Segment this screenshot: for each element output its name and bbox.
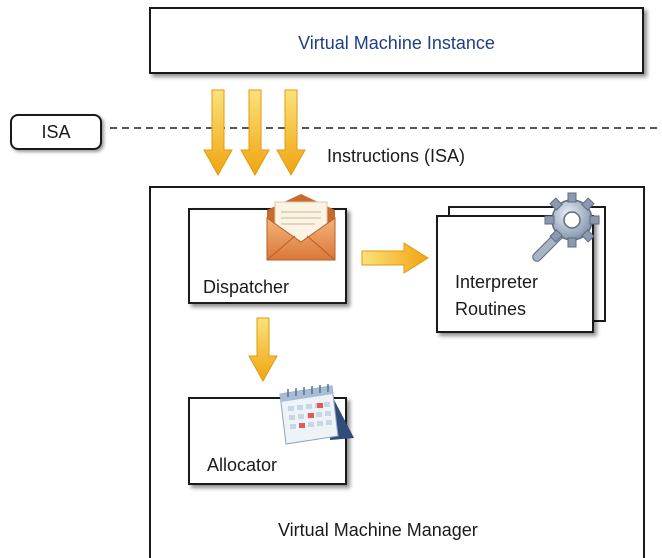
interpreter-label-line1: Interpreter [455, 272, 539, 292]
isa-badge: ISA [10, 114, 102, 150]
interpreter-label-line2: Routines [455, 299, 527, 319]
envelope-icon [266, 194, 336, 261]
dispatcher-label: Dispatcher [203, 277, 290, 297]
instructions-label: Instructions (ISA) [327, 146, 466, 166]
gear-wrench-icon [532, 192, 600, 262]
vm-manager-label: Virtual Machine Manager [278, 520, 478, 540]
vm-instance-box: Virtual Machine Instance [149, 7, 644, 74]
calendar-icon [279, 384, 354, 445]
isa-badge-label: ISA [41, 122, 71, 142]
dispatcher-to-interpreter-arrow [361, 242, 429, 274]
instruction-arrow-1 [203, 89, 233, 177]
dispatcher-to-allocator-arrow [248, 317, 278, 383]
instruction-arrow-3 [276, 89, 306, 177]
vm-instance-label: Virtual Machine Instance [298, 33, 495, 53]
allocator-label: Allocator [207, 455, 278, 475]
instruction-arrow-2 [240, 89, 270, 177]
